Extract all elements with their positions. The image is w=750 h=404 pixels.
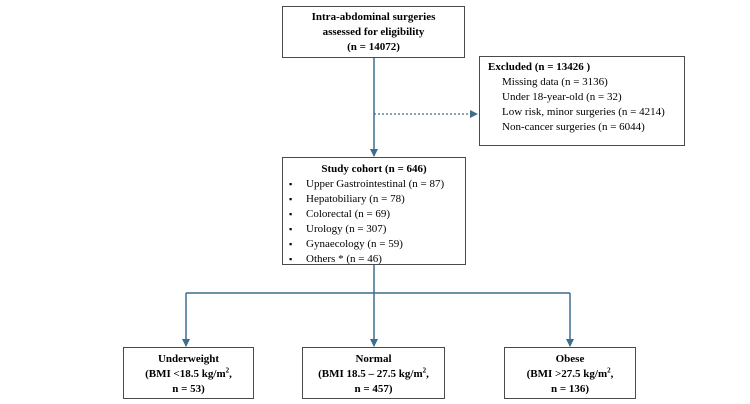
group-bmi-range: (BMI 18.5 – 27.5 kg/m2, — [303, 367, 444, 382]
bmi-superscript: 2 — [225, 366, 230, 375]
bullet-icon: ▪ — [289, 179, 293, 189]
bmi-label-end: , — [610, 368, 614, 380]
normal-group-box: Normal (BMI 18.5 – 27.5 kg/m2, n = 457) — [302, 347, 445, 399]
excluded-item: Missing data (n = 3136) — [502, 76, 608, 88]
group-name: Obese — [555, 353, 585, 365]
excluded-title: Excluded (n = 13426 ) — [488, 61, 591, 73]
cohort-list-item: ▪ Urology (n = 307) — [289, 222, 465, 237]
group-count: n = 136) — [550, 383, 590, 395]
cohort-item-label: Colorectal (n = 69) — [306, 208, 391, 220]
bmi-superscript: 2 — [422, 366, 427, 375]
cohort-item-label: Others * (n = 46) — [306, 253, 382, 265]
cohort-item-label: Urology (n = 307) — [306, 223, 387, 235]
bmi-label: (BMI <18.5 kg/m — [145, 368, 226, 380]
bullet-icon: ▪ — [289, 239, 293, 249]
group-count: n = 53) — [172, 383, 205, 395]
cohort-list-item: ▪ Upper Gastrointestinal (n = 87) — [289, 177, 465, 192]
group-bmi-range: (BMI >27.5 kg/m2, — [505, 367, 635, 382]
bullet-icon: ▪ — [289, 194, 293, 204]
bullet-icon: ▪ — [289, 254, 293, 264]
group-bmi-range: (BMI <18.5 kg/m2, — [124, 367, 253, 382]
obese-group-box: Obese (BMI >27.5 kg/m2, n = 136) — [504, 347, 636, 399]
group-count: n = 457) — [354, 383, 393, 395]
cohort-list-item: ▪ Hepatobiliary (n = 78) — [289, 192, 465, 207]
excluded-box: Excluded (n = 13426 ) Missing data (n = … — [479, 56, 685, 146]
excluded-item: Under 18-year-old (n = 32) — [502, 91, 622, 103]
bmi-label-end: , — [229, 368, 232, 380]
study-cohort-box: Study cohort (n = 646) ▪ Upper Gastrointe… — [282, 157, 466, 265]
eligibility-line-2: assessed for eligibility — [322, 26, 425, 38]
underweight-group-box: Underweight (BMI <18.5 kg/m2, n = 53) — [123, 347, 254, 399]
group-name: Underweight — [157, 353, 220, 365]
bullet-icon: ▪ — [289, 209, 293, 219]
excluded-item: Low risk, minor surgeries (n = 4214) — [502, 106, 665, 118]
excluded-item: Non-cancer surgeries (n = 6044) — [502, 121, 645, 133]
cohort-item-label: Gynaecology (n = 59) — [306, 238, 403, 250]
eligibility-count: (n = 14072) — [347, 41, 400, 53]
bmi-label: (BMI >27.5 kg/m — [526, 368, 608, 380]
group-name: Normal — [355, 353, 392, 365]
bmi-label: (BMI 18.5 – 27.5 kg/m — [318, 368, 423, 380]
eligibility-box: Intra-abdominal surgeries assessed for e… — [282, 6, 465, 58]
cohort-list-item: ▪ Gynaecology (n = 59) — [289, 237, 465, 252]
cohort-list-item: ▪ Others * (n = 46) — [289, 252, 465, 267]
bmi-label-end: , — [426, 368, 429, 380]
cohort-item-label: Hepatobiliary (n = 78) — [306, 193, 405, 205]
cohort-item-label: Upper Gastrointestinal (n = 87) — [306, 178, 445, 190]
cohort-list-item: ▪ Colorectal (n = 69) — [289, 207, 465, 222]
cohort-title: Study cohort (n = 646) — [321, 163, 427, 175]
bullet-icon: ▪ — [289, 224, 293, 234]
bmi-superscript: 2 — [607, 366, 611, 375]
eligibility-line-1: Intra-abdominal surgeries — [311, 11, 436, 23]
